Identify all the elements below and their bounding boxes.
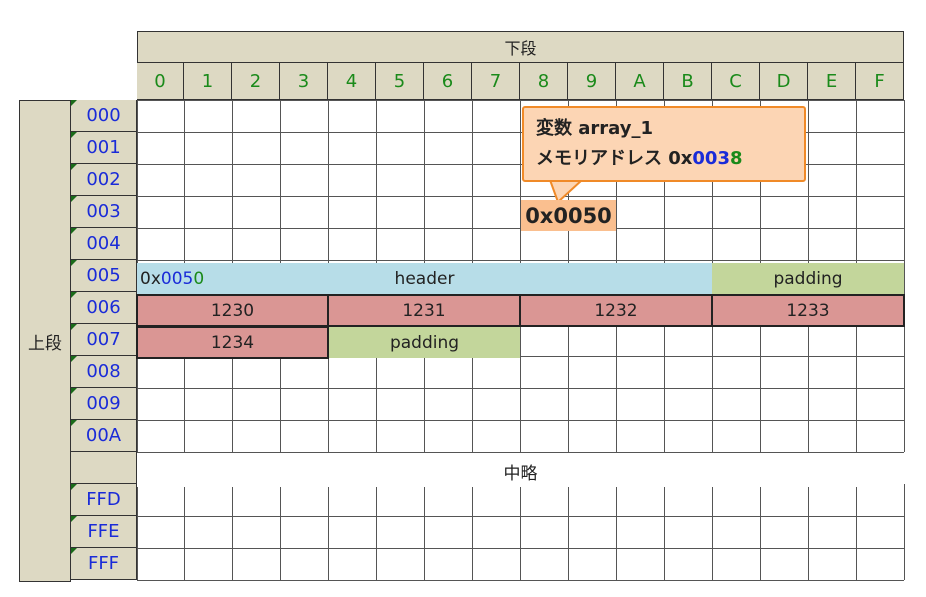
padding-bar-row005: padding [712,263,904,294]
header-label: header [394,268,455,289]
row-header-FFD: FFD [71,484,137,516]
row-header-006: 006 [71,292,137,324]
grid-vline [712,484,713,580]
column-header-E: E [808,63,856,100]
column-header-F: F [856,63,904,100]
row-header-007: 007 [71,324,137,356]
column-header-B: B [664,63,712,100]
value-cell-1232: 1232 [519,294,713,327]
row-header-005: 005 [71,260,137,292]
grid-vline [664,484,665,580]
column-header-4: 4 [328,63,376,100]
grid-vline [137,484,138,580]
row-header-000: 000 [71,100,137,132]
value-cell-1230: 1230 [136,294,329,327]
callout-address-line: メモリアドレス 0x0038 [536,144,792,174]
row-marker-icon [71,132,77,138]
row-marker-icon [71,196,77,202]
row-header-004: 004 [71,228,137,260]
column-header-C: C [712,63,760,100]
grid-vline [328,484,329,580]
row-marker-icon [71,356,77,362]
column-header-D: D [760,63,808,100]
grid-hline [137,452,904,453]
grid-vline [520,484,521,580]
row-marker-icon [71,516,77,522]
header-address-blue: 005 [160,268,194,289]
grid-vline [472,484,473,580]
row-marker-icon [71,228,77,234]
grid-vline [760,484,761,580]
omitted-section-label: 中略 [137,455,904,487]
grid-vline [424,484,425,580]
callout-address-green: 8 [729,148,743,169]
column-header-A: A [616,63,664,100]
grid-vline [616,484,617,580]
value-cell-1233: 1233 [711,294,905,327]
column-header-2: 2 [232,63,280,100]
column-header-3: 3 [280,63,328,100]
row-marker-icon [71,548,77,554]
row-marker-icon [71,260,77,266]
column-header-0: 0 [137,63,184,100]
grid-vline [856,484,857,580]
grid-vline [184,484,185,580]
row-marker-icon [71,484,77,490]
row-header-008: 008 [71,356,137,388]
grid-vline [904,100,905,452]
padding-bar-row007: padding [329,327,520,358]
grid-vline [808,484,809,580]
variable-callout: 変数 array_1 メモリアドレス 0x0038 [522,106,806,182]
row-marker-icon [71,420,77,426]
grid-hline [137,580,904,581]
column-header-7: 7 [472,63,520,100]
column-header-9: 9 [568,63,616,100]
row-header-009: 009 [71,388,137,420]
column-header-5: 5 [376,63,424,100]
row-marker-icon [71,292,77,298]
row-marker-icon [71,324,77,330]
row-header-00A: 00A [71,420,137,452]
row-header-003: 003 [71,196,137,228]
value-cell-1234: 1234 [136,326,329,359]
callout-address-blue: 003 [692,148,730,169]
column-header-8: 8 [520,63,568,100]
row-marker-icon [71,100,77,106]
header-bar: 0x0050 header [137,263,712,294]
row-header-002: 002 [71,164,137,196]
row-marker-icon [71,388,77,394]
value-cell-1231: 1231 [327,294,521,327]
grid-vline [568,484,569,580]
column-header-1: 1 [184,63,232,100]
upper-digit-title: 上段 [19,100,71,582]
row-header-FFF: FFF [71,548,137,580]
header-address: 0x0050 [140,269,204,289]
grid-vline [280,484,281,580]
address-tag: 0x0050 [521,200,616,231]
grid-vline [376,484,377,580]
row-marker-icon [71,164,77,170]
lower-digit-title: 下段 [137,31,904,63]
callout-variable-line: 変数 array_1 [536,118,654,139]
grid-vline [232,484,233,580]
header-address-green: 0 [193,268,205,289]
column-header-6: 6 [424,63,472,100]
grid-vline [904,484,905,580]
row-header-001: 001 [71,132,137,164]
row-header-FFE: FFE [71,516,137,548]
header-address-prefix: 0x [140,268,161,289]
callout-address-prefix: メモリアドレス 0x [536,148,693,169]
row-header-omitted [71,452,137,484]
